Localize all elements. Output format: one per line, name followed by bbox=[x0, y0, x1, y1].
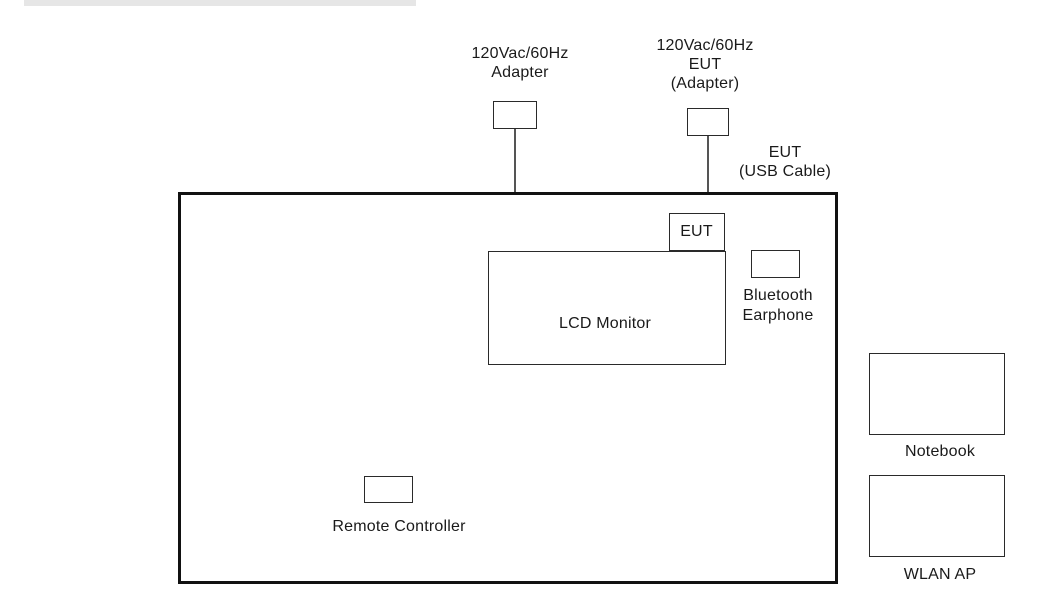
eut-usb-cable-label-line1: EUT bbox=[768, 144, 802, 161]
bluetooth-earphone-label: Bluetooth Earphone bbox=[718, 286, 838, 326]
adapter-box bbox=[493, 101, 537, 129]
wlan-ap-box bbox=[869, 475, 1005, 557]
eut-adapter-label: 120Vac/60Hz EUT (Adapter) bbox=[625, 36, 785, 93]
bluetooth-earphone-label-line1: Bluetooth bbox=[743, 287, 813, 304]
remote-controller-label: Remote Controller bbox=[332, 518, 466, 535]
wlan-ap-label: WLAN AP bbox=[903, 566, 977, 583]
lcd-monitor-box: LCD Monitor bbox=[488, 251, 726, 365]
eut-usb-cable-label-line2: (USB Cable) bbox=[738, 163, 831, 180]
cropped-header-strip bbox=[24, 0, 416, 6]
eut-adapter-label-line2: EUT bbox=[688, 56, 722, 73]
eut-adapter-box bbox=[687, 108, 729, 136]
remote-controller-box bbox=[364, 476, 413, 503]
notebook-box bbox=[869, 353, 1005, 435]
adapter-to-monitor-wire bbox=[514, 129, 516, 251]
eut-adapter-label-line3: (Adapter) bbox=[670, 75, 740, 92]
notebook-label: Notebook bbox=[904, 443, 976, 460]
eut-usb-cable-label: EUT (USB Cable) bbox=[715, 143, 855, 181]
eut-adapter-label-line1: 120Vac/60Hz bbox=[656, 37, 754, 54]
eut-box: EUT bbox=[669, 213, 725, 251]
bluetooth-earphone-box bbox=[751, 250, 800, 278]
lcd-monitor-label: LCD Monitor bbox=[558, 315, 651, 332]
adapter-label-line1: 120Vac/60Hz bbox=[471, 45, 569, 62]
eut-adapter-to-eut-wire bbox=[707, 136, 709, 213]
bluetooth-earphone-label-line2: Earphone bbox=[742, 307, 814, 324]
adapter-label-line2: Adapter bbox=[491, 64, 549, 81]
adapter-label: 120Vac/60Hz Adapter bbox=[440, 44, 600, 82]
eut-box-label: EUT bbox=[680, 223, 713, 240]
